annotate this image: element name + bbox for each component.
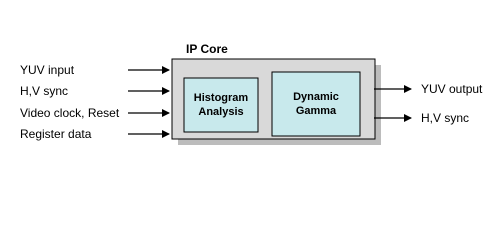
input-label-video-clock-reset: Video clock, Reset	[20, 106, 120, 120]
diagram-canvas	[128, 58, 412, 145]
histogram-label-line1: Histogram	[193, 92, 249, 104]
gamma-label-line1: Dynamic	[293, 91, 339, 103]
output-label-hv-sync: H,V sync	[421, 111, 470, 125]
input-label-hv-sync: H,V sync	[20, 84, 69, 98]
dynamic-gamma-block	[271, 71, 361, 137]
histogram-analysis-block	[183, 77, 259, 133]
gamma-label-line2: Gamma	[295, 105, 337, 117]
input-label-register-data: Register data	[20, 127, 92, 141]
input-label-yuv: YUV input	[20, 63, 75, 77]
ip-core-title: IP Core	[186, 42, 228, 56]
histogram-analysis-label: Histogram Analysis	[184, 91, 258, 119]
histogram-label-line2: Analysis	[198, 106, 244, 118]
output-label-yuv: YUV output	[421, 82, 483, 96]
dynamic-gamma-label: Dynamic Gamma	[272, 90, 360, 118]
